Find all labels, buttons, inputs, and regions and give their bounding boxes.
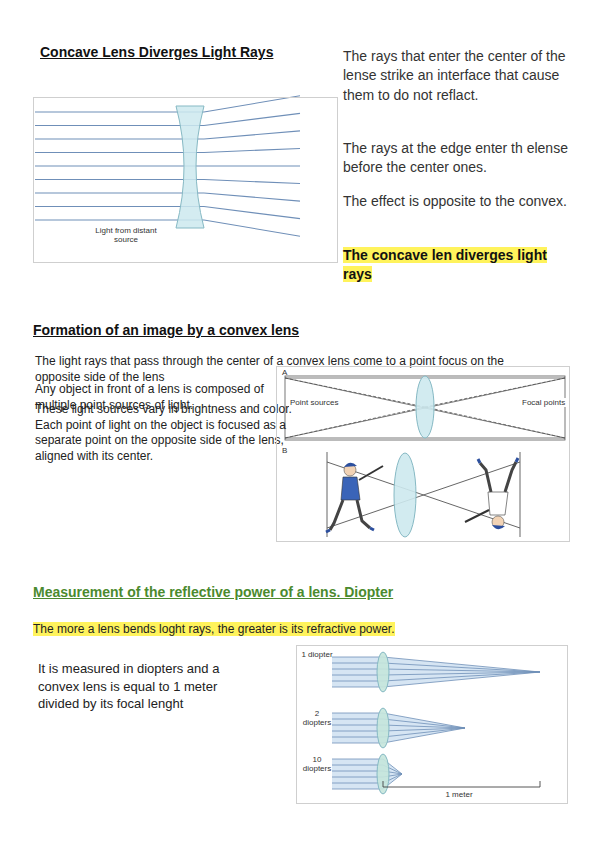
light-beam	[332, 657, 540, 687]
inverted-batter-figure	[492, 525, 505, 529]
section-heading: Measurement of the reflective power of a…	[33, 583, 393, 601]
figure-label: 1 diopter	[301, 650, 333, 659]
ray-diagram	[520, 452, 521, 537]
batter-figure	[326, 463, 383, 532]
light-ray	[204, 207, 300, 219]
light-beam	[332, 759, 402, 774]
convex-lens	[394, 453, 416, 537]
figure-label: 10 diopters	[301, 755, 333, 773]
light-ray	[35, 165, 204, 166]
light-beam	[377, 652, 389, 692]
figure-panel: Light from distant source	[33, 97, 338, 263]
concave-lens	[176, 106, 204, 228]
light-beam	[332, 728, 465, 743]
figure-label: A	[282, 368, 287, 377]
figure-panel: 1 diopter 2 diopters 10 diopters 1 meter	[296, 645, 568, 804]
batter-figure	[359, 466, 383, 480]
inverted-batter-figure	[478, 458, 518, 463]
light-beam	[332, 713, 465, 743]
light-beam	[332, 652, 540, 794]
ray-diagram	[327, 462, 520, 528]
ray-diagram	[285, 378, 425, 407]
light-beam	[332, 663, 540, 672]
light-beam	[332, 719, 465, 728]
inverted-batter-figure	[465, 458, 518, 529]
light-beam	[332, 728, 465, 737]
light-ray	[35, 96, 300, 236]
light-beam	[332, 759, 402, 789]
light-beam	[332, 669, 540, 672]
light-beam	[332, 725, 465, 728]
inverted-batter-figure	[465, 510, 489, 522]
light-ray	[35, 125, 204, 126]
ray-diagram	[327, 462, 520, 528]
figure-label: Point sources	[289, 398, 339, 407]
note-text: The rays at the edge enter th elense bef…	[343, 139, 579, 178]
ray-diagram	[285, 376, 565, 440]
batter-figure	[326, 528, 374, 532]
figure-label: B	[282, 446, 287, 455]
light-ray	[35, 179, 204, 180]
light-beam	[332, 774, 402, 783]
light-beam	[332, 771, 402, 774]
note-text: The effect is opposite to the convex.	[343, 192, 579, 211]
light-beam	[332, 672, 540, 681]
light-ray	[204, 148, 300, 152]
figure-label: 1 meter	[428, 790, 490, 799]
light-ray	[35, 206, 204, 207]
batter-figure	[330, 500, 370, 530]
light-beam	[377, 754, 389, 794]
light-ray	[35, 192, 204, 193]
light-ray	[204, 180, 300, 184]
figure-panel: A Point sources Focal pointsB	[276, 366, 570, 542]
ray-diagram	[425, 407, 565, 438]
ray-diagram	[285, 407, 425, 438]
light-beam	[332, 672, 540, 687]
light-ray	[204, 113, 300, 125]
ray-diagram	[327, 452, 520, 537]
ray-diagram	[327, 452, 328, 537]
body-text: These light sources vary in brightness a…	[35, 402, 297, 464]
inverted-batter-figure	[480, 462, 516, 492]
figure-label: Light from distant source	[91, 226, 161, 244]
section-heading: Formation of an image by a convex lens	[33, 321, 299, 339]
figure-label: 2 diopters	[301, 709, 333, 727]
light-ray	[204, 193, 300, 201]
light-beam	[332, 713, 465, 728]
light-beam	[332, 657, 540, 672]
light-beam	[332, 774, 402, 777]
highlight-note: The concave len diverges light rays	[343, 246, 558, 285]
light-ray	[35, 152, 204, 153]
measure-bracket	[383, 781, 540, 787]
inverted-batter-figure	[488, 492, 508, 515]
figure-label: Focal points	[521, 398, 566, 407]
light-ray	[204, 96, 300, 112]
body-text: It is measured in diopters and a convex …	[38, 660, 256, 713]
light-ray	[204, 220, 300, 236]
light-ray	[35, 138, 204, 139]
light-ray	[204, 131, 300, 139]
section-heading: Concave Lens Diverges Light Rays	[40, 43, 273, 61]
ray-diagram	[285, 376, 565, 440]
note-text: The rays that enter the center of the le…	[343, 47, 579, 105]
highlight-note: The more a lens bends loght rays, the gr…	[33, 622, 503, 638]
light-beam	[332, 765, 402, 774]
batter-figure	[344, 463, 357, 467]
batter-figure	[341, 477, 360, 500]
light-ray	[204, 165, 300, 166]
light-beam	[377, 708, 389, 748]
measure-bracket	[383, 781, 540, 787]
convex-lens	[416, 376, 434, 438]
